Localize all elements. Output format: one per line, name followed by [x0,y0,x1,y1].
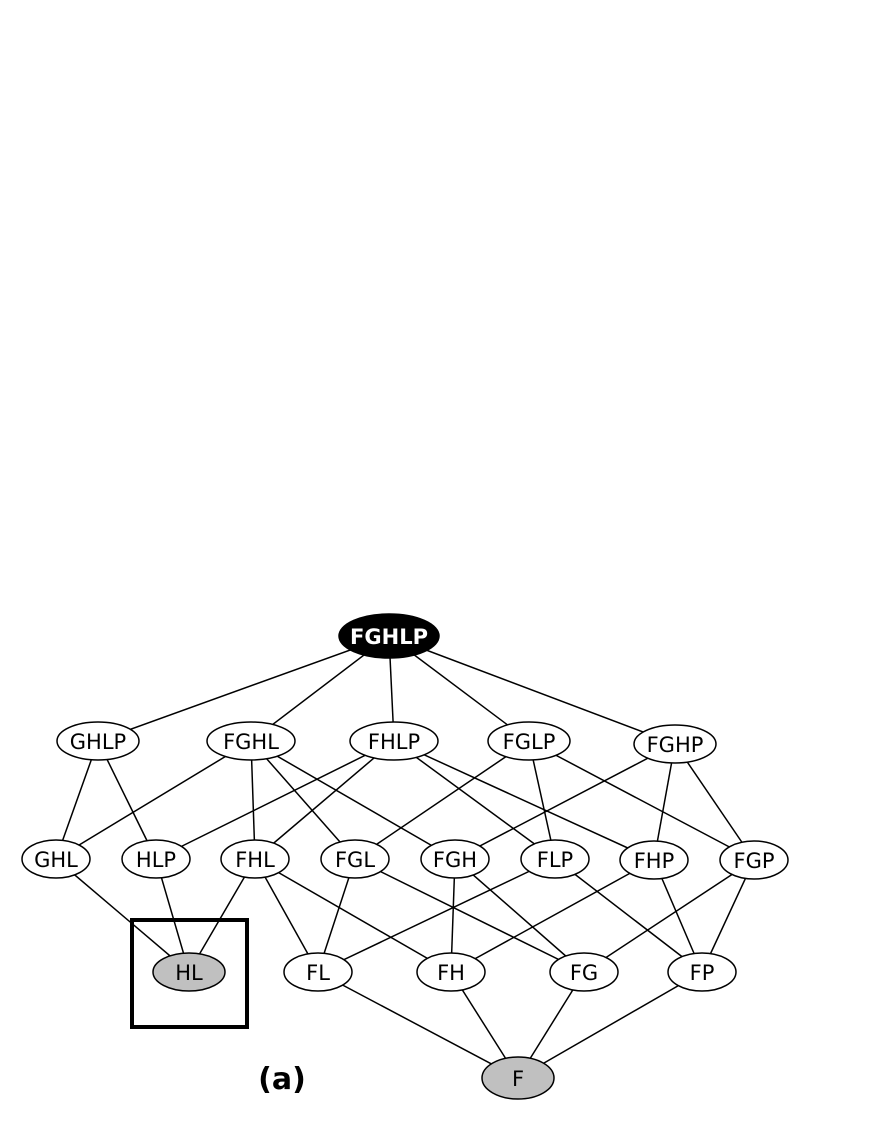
node-fghp-label: FGHP [647,733,704,757]
edge-fglp-flp [528,740,556,860]
edge-fglp-fgp [528,740,755,861]
node-fgl-ellipse [320,839,390,879]
node-flp: FLP [520,839,590,879]
node-fp-ellipse [667,952,737,992]
node-ghlp-ellipse [56,721,140,761]
edge-fhlp-hlp [155,740,395,860]
node-fgl: FGL [320,839,390,879]
edge-fhlp-flp [393,740,556,860]
node-fh-label: FH [437,961,465,985]
edge-fl-f [317,971,519,1079]
edge-ghlp-hlp [97,740,157,860]
node-fgh: FGH [420,839,490,879]
node-fghp-ellipse [633,724,717,764]
node-fhp-ellipse [619,840,689,880]
node-fh: FH [416,952,486,992]
node-fhl: FHL [220,839,290,879]
edge-ghl-hl [55,858,190,973]
node-fglp-label: FGLP [503,730,556,754]
node-ghl-ellipse [21,839,91,879]
edge-fglp-fgl [354,740,530,860]
node-fhl-label: FHL [235,848,275,872]
highlight-box [130,918,249,1029]
node-fglp: FGLP [487,721,571,761]
node-fl: FL [283,952,353,992]
node-hlp-ellipse [121,839,191,879]
node-fg-ellipse [549,952,619,992]
node-hl: HL [152,952,226,992]
node-fgp-label: FGP [733,849,774,873]
node-fl-ellipse [283,952,353,992]
node-fghl-label: FGHL [223,730,279,754]
node-hlp-label: HLP [136,848,176,872]
node-fgh-label: FGH [433,848,477,872]
node-fgp: FGP [719,840,789,880]
node-fghl-ellipse [206,721,296,761]
edge-fgl-fg [354,858,585,973]
edge-ghlp-ghl [55,740,99,860]
edge-flp-fp [554,858,703,973]
edge-fhl-fh [254,858,452,973]
node-fhlp: FHLP [349,721,439,761]
node-fghlp: FGHLP [338,613,440,659]
node-fgh-ellipse [420,839,490,879]
node-fglp-ellipse [487,721,571,761]
edge-fghl-fgh [250,740,456,860]
node-hlp: HLP [121,839,191,879]
edge-fhp-fh [450,859,655,973]
edge-flp-fl [317,858,556,973]
node-fghl: FGHL [206,721,296,761]
node-ghl: GHL [21,839,91,879]
edge-fgh-fg [454,858,585,973]
edge-fghl-ghl [55,740,252,860]
node-fhl-ellipse [220,839,290,879]
node-fhlp-ellipse [349,721,439,761]
panel-label: (a) [258,1062,306,1097]
node-fgp-ellipse [719,840,789,880]
node-fghlp-label: FGHLP [350,625,428,649]
node-fhp: FHP [619,840,689,880]
node-fgl-label: FGL [335,848,375,872]
node-ghlp-label: GHLP [70,730,126,754]
node-ghlp: GHLP [56,721,140,761]
node-fhp-label: FHP [634,849,675,873]
node-fg-label: FG [570,961,598,985]
edge-fghl-fgl [250,740,356,860]
node-f-ellipse [481,1056,555,1100]
node-hl-label: HL [175,961,203,985]
node-fhlp-label: FHLP [368,730,420,754]
node-f: F [481,1056,555,1100]
node-fp-label: FP [690,961,715,985]
node-hl-ellipse [152,952,226,992]
edge-fghlp-ghlp [97,635,390,742]
node-fg: FG [549,952,619,992]
edge-fgp-fg [583,859,755,973]
edge-fhlp-fhl [254,740,395,860]
edge-fp-f [517,971,703,1079]
edge-fghlp-fghp [388,635,676,745]
node-flp-ellipse [520,839,590,879]
node-f-label: F [512,1067,524,1091]
node-fghlp-ellipse [338,613,440,659]
node-fh-ellipse [416,952,486,992]
node-fl-label: FL [306,961,330,985]
edge-fhlp-fhp [393,740,655,861]
edge-fghp-fgh [454,743,676,860]
node-fghp: FGHP [633,724,717,764]
node-fp: FP [667,952,737,992]
node-flp-label: FLP [537,848,573,872]
node-ghl-label: GHL [34,848,78,872]
edge-fghp-fgp [674,743,755,861]
